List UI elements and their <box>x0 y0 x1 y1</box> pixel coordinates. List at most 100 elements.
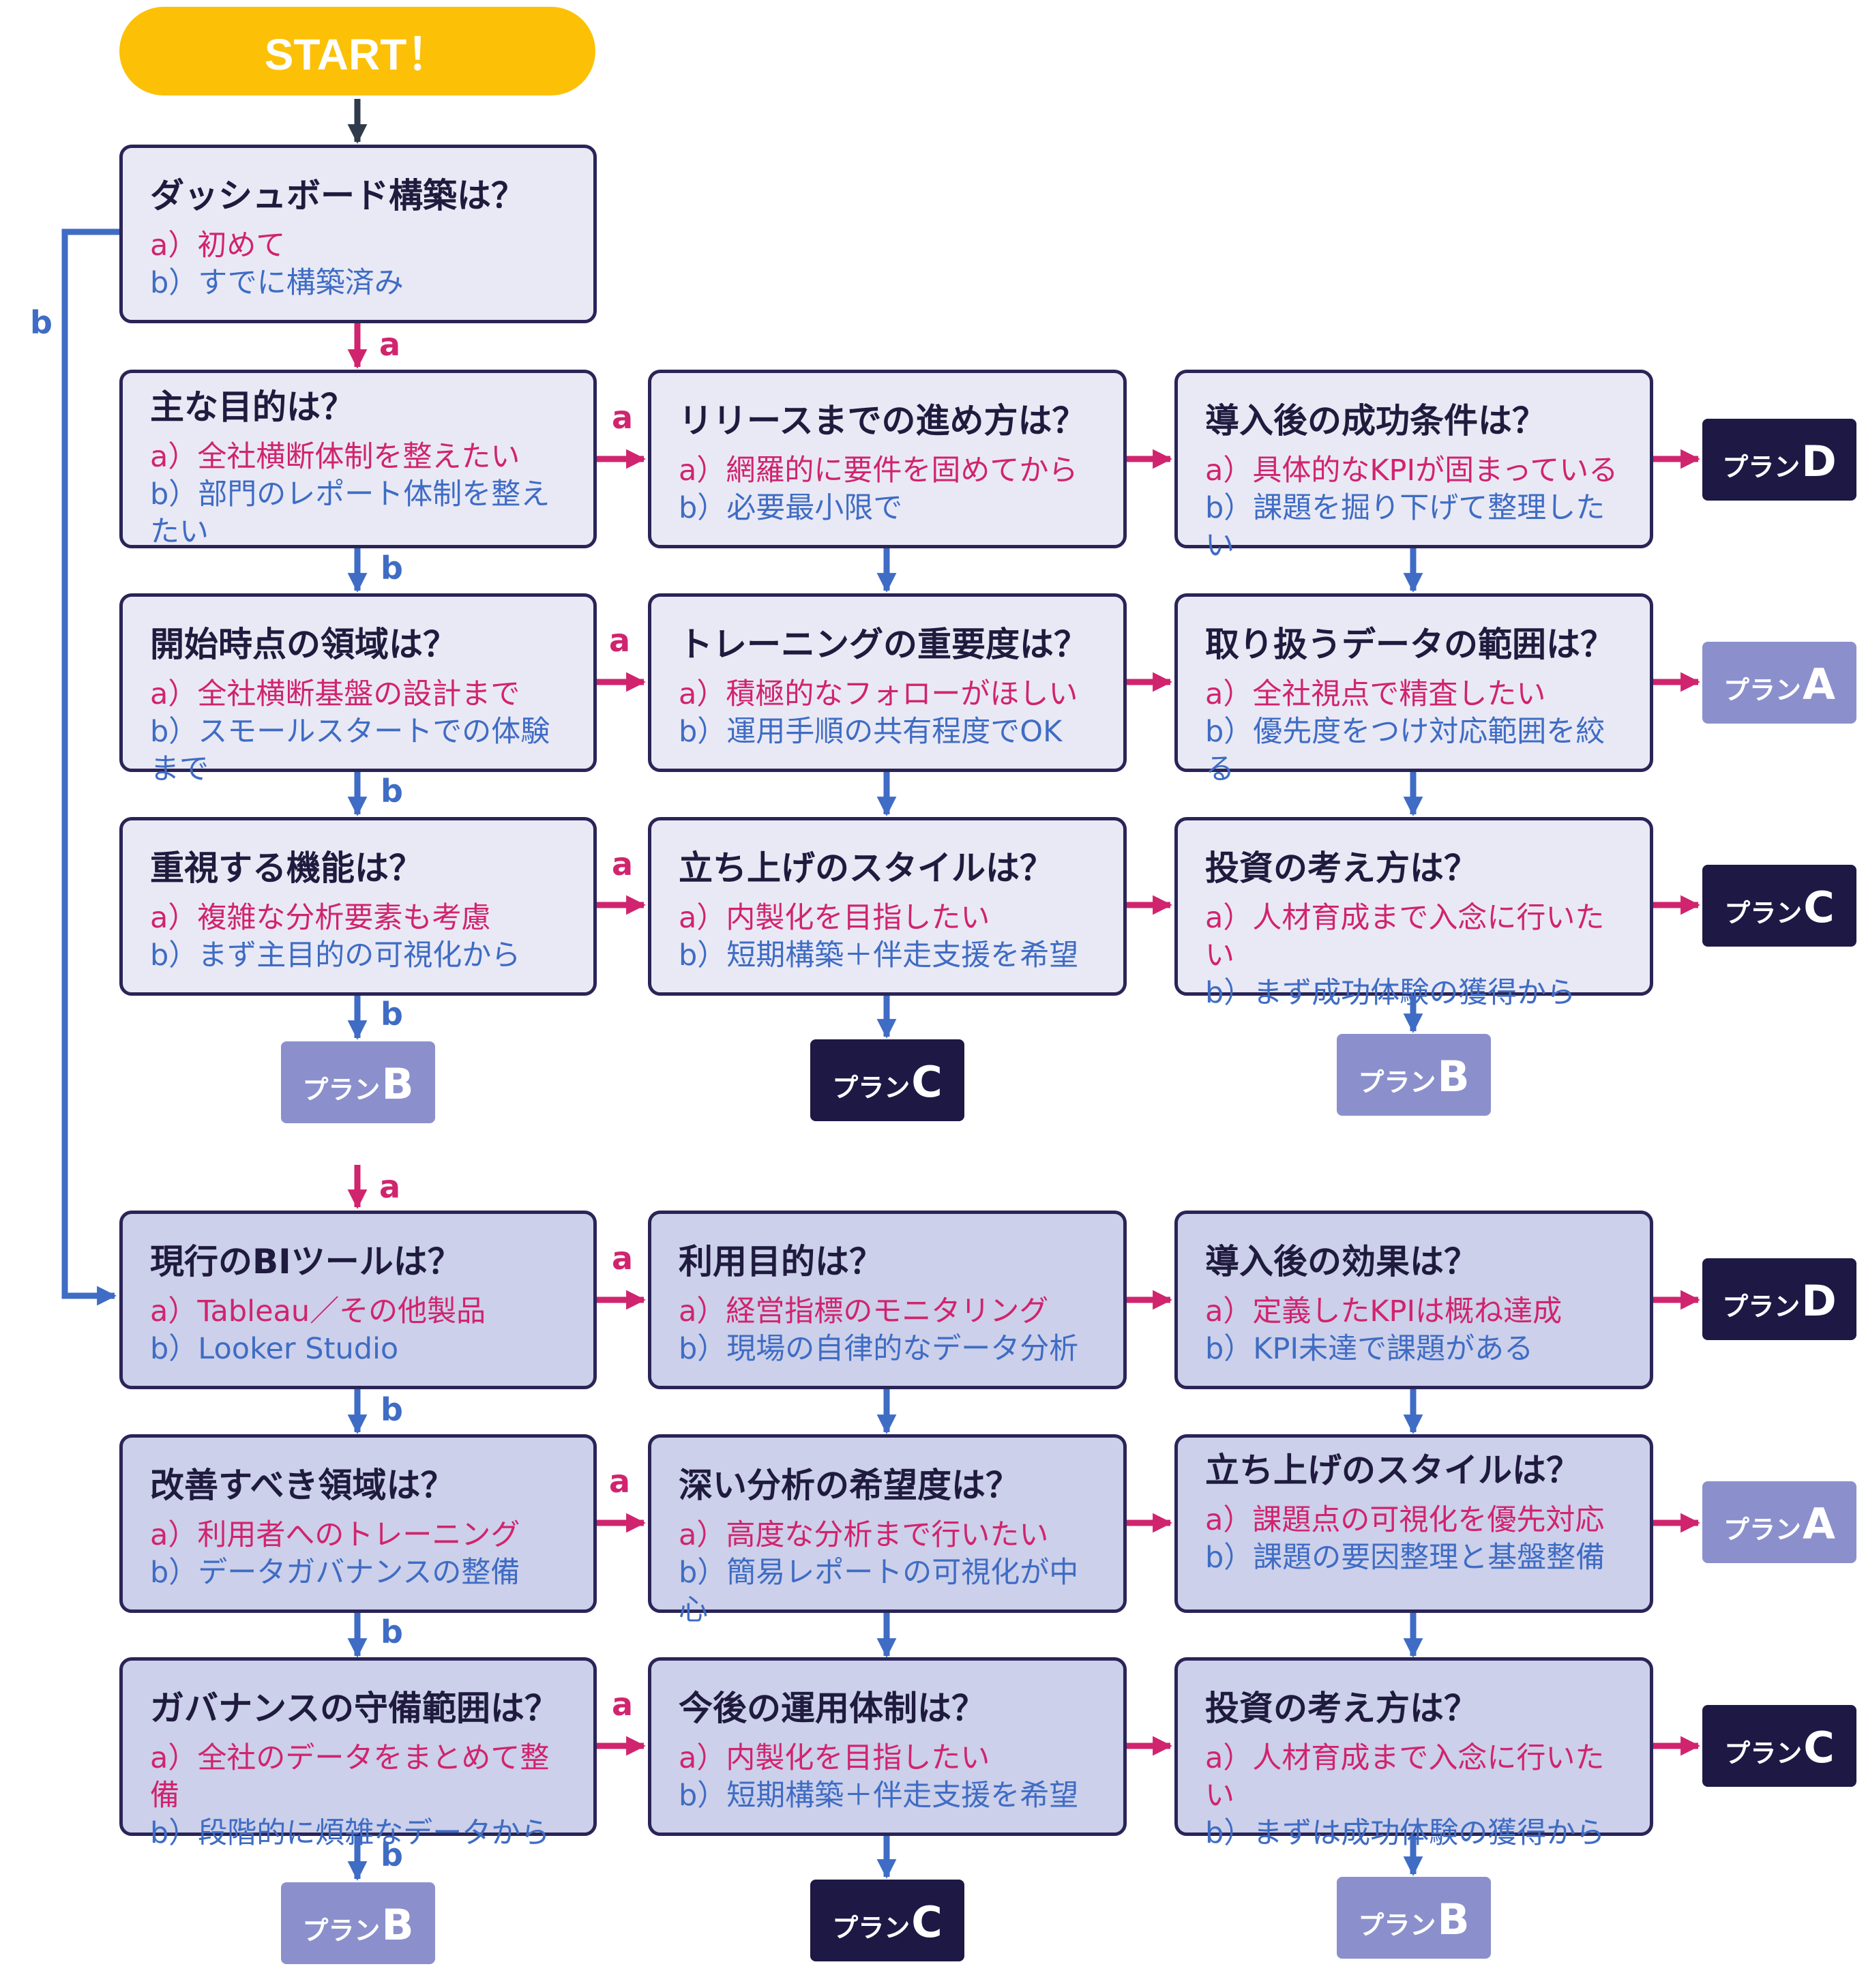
option-b: b）課題の要因整理と基盤整備 <box>1205 1541 1605 1575</box>
question-deep-analysis: 深い分析の希望度は？ a）高度な分析まで行いたい b）簡易レポートの可視化が中心 <box>648 1434 1127 1627</box>
question-text: トレーニングの重要度は？ <box>679 625 1088 664</box>
plan-prefix: プラン <box>1358 1910 1436 1940</box>
branch-label-b: b <box>30 304 53 341</box>
plan-letter: D <box>1801 436 1837 486</box>
question-text: 改善すべき領域は？ <box>150 1466 455 1505</box>
option-b: b）スモールスタートでの体験まで <box>150 715 550 786</box>
question-text: 立ち上げのスタイルは？ <box>679 848 1054 888</box>
plan-prefix: プラン <box>1358 1067 1436 1097</box>
option-a: a）Tableau／その他製品 <box>150 1294 486 1329</box>
option-a: a）複雑な分析要素も考慮 <box>150 901 491 935</box>
option-b: b）まず成功体験の獲得から <box>1205 976 1576 1010</box>
branch-label-b: b <box>381 773 403 810</box>
plan-prefix: プラン <box>832 1073 910 1103</box>
question-post-adoption-effect: 導入後の効果は？ a）定義したKPIは概ね達成 b）KPI未達で課題がある <box>1174 1211 1653 1389</box>
plan-letter: A <box>1803 659 1835 709</box>
question-text: 利用目的は？ <box>679 1242 883 1281</box>
plan-letter: C <box>911 1897 943 1947</box>
option-a: a）人材育成まで入念に行いたい <box>1205 1741 1605 1813</box>
plan-letter: B <box>381 1900 414 1950</box>
option-a: a）内製化を目指したい <box>679 901 990 935</box>
plan-prefix: プラン <box>1724 898 1803 928</box>
option-a: a）課題点の可視化を優先対応 <box>1205 1503 1605 1537</box>
question-text: 導入後の効果は？ <box>1205 1242 1478 1281</box>
option-a: a）内製化を目指したい <box>679 1741 990 1775</box>
option-b: b）必要最小限で <box>679 491 903 525</box>
branch-label-a: a <box>379 1168 401 1205</box>
option-a: a）全社のデータをまとめて整備 <box>150 1741 550 1813</box>
start-node: START！ <box>119 7 595 95</box>
question-text: 開始時点の領域は？ <box>150 625 457 664</box>
question-text: リリースまでの進め方は？ <box>679 401 1086 441</box>
option-a: a）人材育成まで入念に行いたい <box>1205 901 1605 973</box>
branch-label-b: b <box>381 1391 403 1428</box>
question-usage-purpose: 利用目的は？ a）経営指標のモニタリング b）現場の自律的なデータ分析 <box>648 1211 1127 1389</box>
option-b: b）すでに構築済み <box>150 266 404 300</box>
option-a: a）網羅的に要件を固めてから <box>679 454 1078 488</box>
option-b: b）部門のレポート体制を整えたい <box>150 477 550 549</box>
option-a: a）初めて <box>150 228 286 263</box>
question-future-operations: 今後の運用体制は？ a）内製化を目指したい b）短期構築＋伴走支援を希望 <box>648 1657 1127 1836</box>
question-text: 投資の考え方は？ <box>1205 1689 1478 1728</box>
question-main-purpose: 主な目的は？ a）全社横断体制を整えたい b）部門のレポート体制を整えたい <box>119 370 597 549</box>
question-launch-style-existing: 立ち上げのスタイルは？ a）課題点の可視化を優先対応 b）課題の要因整理と基盤整… <box>1174 1434 1653 1613</box>
branch-label-b: b <box>381 550 403 587</box>
option-a: a）定義したKPIは概ね達成 <box>1205 1294 1563 1329</box>
option-a: a）利用者へのトレーニング <box>150 1518 520 1552</box>
option-b: b）段階的に煩雑なデータから <box>150 1816 550 1850</box>
question-text: 投資の考え方は？ <box>1205 848 1478 888</box>
option-b: b）短期構築＋伴走支援を希望 <box>679 1779 1079 1813</box>
option-b: b）Looker Studio <box>150 1332 399 1366</box>
plan-letter: D <box>1801 1276 1837 1326</box>
question-data-scope: 取り扱うデータの範囲は？ a）全社視点で精査したい b）優先度をつけ対応範囲を絞… <box>1174 593 1653 786</box>
question-key-features: 重視する機能は？ a）複雑な分析要素も考慮 b）まず主目的の可視化から <box>119 817 597 996</box>
question-text: 取り扱うデータの範囲は？ <box>1205 625 1614 664</box>
branch-label-a: a <box>612 846 634 882</box>
option-a: a）全社視点で精査したい <box>1205 677 1546 711</box>
branch-label-a: a <box>609 622 631 659</box>
plan-letter: B <box>1437 1895 1470 1944</box>
option-b: b）まずは成功体験の獲得から <box>1205 1816 1605 1850</box>
question-text: ダッシュボード構築は？ <box>150 176 525 216</box>
question-success-conditions: 導入後の成功条件は？ a）具体的なKPIが固まっている b）課題を掘り下げて整理… <box>1174 370 1653 563</box>
plan-prefix: プラン <box>1723 675 1802 705</box>
plan-prefix: プラン <box>832 1913 910 1943</box>
branch-label-a: a <box>379 326 401 363</box>
question-launch-style: 立ち上げのスタイルは？ a）内製化を目指したい b）短期構築＋伴走支援を希望 <box>648 817 1127 996</box>
question-release-approach: リリースまでの進め方は？ a）網羅的に要件を固めてから b）必要最小限で <box>648 370 1127 548</box>
option-b: b）データガバナンスの整備 <box>150 1556 520 1590</box>
option-b: b）短期構築＋伴走支援を希望 <box>679 938 1079 973</box>
plan-prefix: プラン <box>1722 452 1801 482</box>
plan-prefix: プラン <box>1722 1292 1801 1322</box>
option-a: a）高度な分析まで行いたい <box>679 1518 1049 1552</box>
branch-label-a: a <box>612 1686 634 1723</box>
branch-label-a: a <box>612 1240 634 1277</box>
option-a: a）全社横断基盤の設計まで <box>150 677 520 711</box>
plan-letter: C <box>911 1057 943 1107</box>
option-a: a）積極的なフォローがほしい <box>679 677 1078 711</box>
option-b: b）運用手順の共有程度でOK <box>679 715 1063 749</box>
plan-prefix: プラン <box>1724 1738 1803 1768</box>
question-improvement-area: 改善すべき領域は？ a）利用者へのトレーニング b）データガバナンスの整備 <box>119 1434 597 1613</box>
question-text: 導入後の成功条件は？ <box>1205 401 1546 441</box>
plan-letter: C <box>1803 1723 1835 1772</box>
question-text: 現行のBIツールは？ <box>150 1242 462 1281</box>
option-b: b）課題を掘り下げて整理したい <box>1205 491 1605 563</box>
plan-prefix: プラン <box>1723 1515 1802 1545</box>
question-start-scope: 開始時点の領域は？ a）全社横断基盤の設計まで b）スモールスタートでの体験まで <box>119 593 597 786</box>
plan-letter: B <box>381 1059 414 1109</box>
option-a: a）全社横断体制を整えたい <box>150 440 520 474</box>
